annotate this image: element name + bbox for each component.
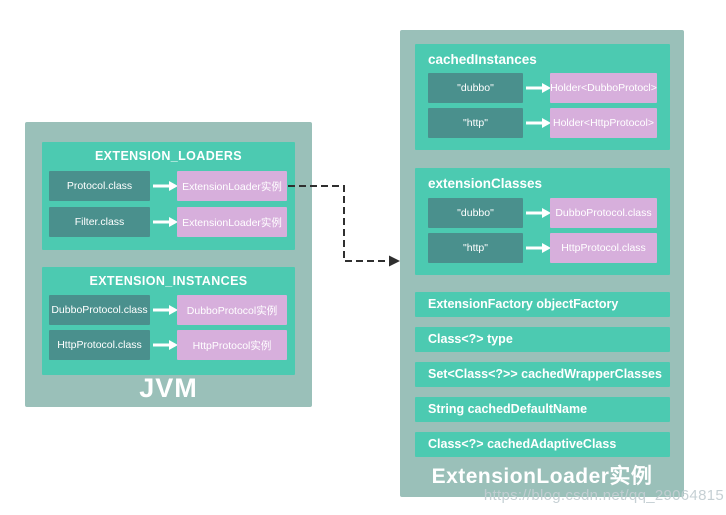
key-box: Filter.class [49,207,150,237]
arrow-icon [526,108,551,138]
value-box: DubboProtocol.class [550,198,657,228]
section-title: extensionClasses [428,176,543,191]
arrow-icon [153,207,178,237]
extension-loader-panel-title: ExtensionLoader实例 [431,465,653,488]
key-box: "http" [428,233,523,263]
arrow-icon [153,171,178,201]
extension-classes-section: extensionClasses "dubbo" DubboProtocol.c… [415,168,670,275]
key-box: "dubbo" [428,73,523,103]
value-box: HttpProtocol实例 [177,330,287,360]
section-title: cachedInstances [428,52,537,67]
mapping-row: "http" Holder<HttpProtocol> [415,108,670,138]
field-bar: Class<?> cachedAdaptiveClass [415,432,670,457]
jvm-panel: EXTENSION_LOADERS Protocol.class Extensi… [25,122,312,407]
mapping-row: "dubbo" DubboProtocol.class [415,198,670,228]
mapping-row: Filter.class ExtensionLoader实例 [42,207,295,237]
field-bar: Class<?> type [415,327,670,352]
key-box: "dubbo" [428,198,523,228]
mapping-row: Protocol.class ExtensionLoader实例 [42,171,295,201]
section-title: EXTENSION_INSTANCES [89,274,248,288]
extension-loaders-section: EXTENSION_LOADERS Protocol.class Extensi… [42,142,295,250]
arrow-icon [526,73,551,103]
arrow-icon [153,330,178,360]
value-box: ExtensionLoader实例 [177,171,287,201]
key-box: "http" [428,108,523,138]
field-bar: Set<Class<?>> cachedWrapperClasses [415,362,670,387]
section-title: EXTENSION_LOADERS [94,149,243,163]
arrow-icon [526,233,551,263]
value-box: Holder<HttpProtocol> [550,108,657,138]
mapping-row: HttpProtocol.class HttpProtocol实例 [42,330,295,360]
mapping-row: DubboProtocol.class DubboProtocol实例 [42,295,295,325]
cached-instances-section: cachedInstances "dubbo" Holder<DubboProt… [415,44,670,150]
value-box: DubboProtocol实例 [177,295,287,325]
arrow-icon [153,295,178,325]
key-box: HttpProtocol.class [49,330,150,360]
arrow-icon [526,198,551,228]
mapping-row: "dubbo" Holder<DubboProtocl> [415,73,670,103]
value-box: Holder<DubboProtocl> [550,73,657,103]
extension-loader-panel: cachedInstances "dubbo" Holder<DubboProt… [400,30,684,497]
extension-instances-section: EXTENSION_INSTANCES DubboProtocol.class … [42,267,295,375]
field-bar: ExtensionFactory objectFactory [415,292,670,317]
key-box: DubboProtocol.class [49,295,150,325]
watermark-text: https://blog.csdn.net/qq_29064815 [483,487,724,504]
field-bar: String cachedDefaultName [415,397,670,422]
value-box: HttpProtocol.class [550,233,657,263]
key-box: Protocol.class [49,171,150,201]
mapping-row: "http" HttpProtocol.class [415,233,670,263]
value-box: ExtensionLoader实例 [177,207,287,237]
jvm-panel-title: JVM [139,373,198,403]
